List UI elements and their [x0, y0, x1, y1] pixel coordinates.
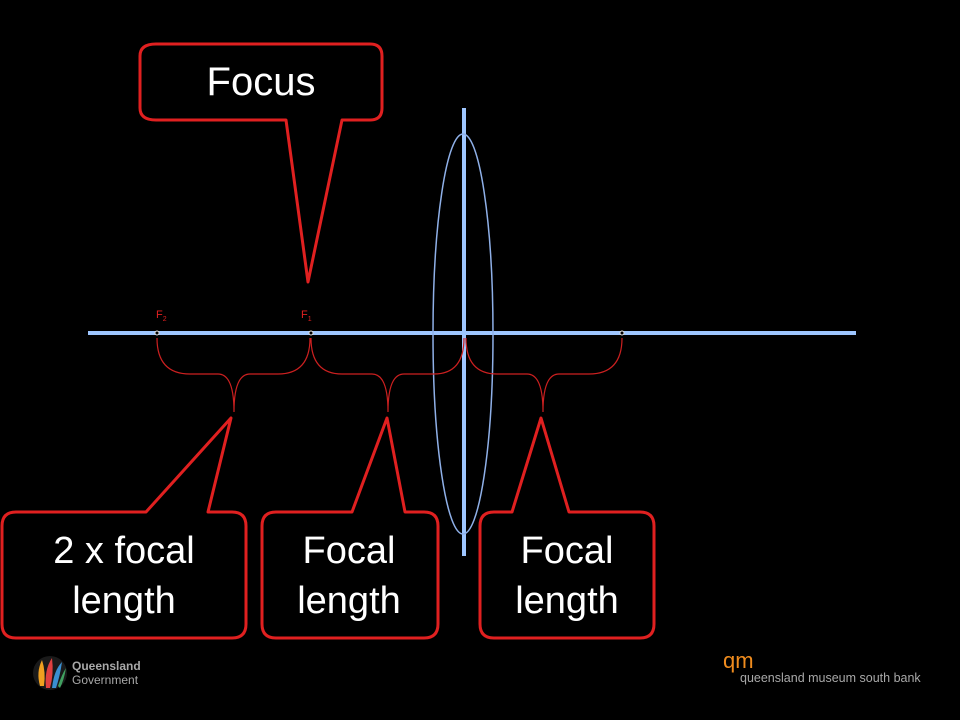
brace-focal-length-right [465, 337, 623, 413]
focal-length-left-callout: Focal length [260, 416, 440, 640]
focal-length-right-callout: Focal length [478, 416, 656, 640]
focus-callout-text: Focus [207, 60, 316, 104]
focal-length-left-text: Focal [303, 530, 396, 572]
focal-length-left-text-line2: length [297, 580, 401, 622]
twice-focal-length-callout: 2 x focal length [0, 416, 248, 640]
focal-point-marker-f2 [154, 330, 160, 336]
qm-name: queensland museum south bank [740, 671, 921, 685]
brace-two-focal-lengths [156, 337, 311, 413]
twice-focal-length-text: 2 x focal [53, 530, 195, 572]
f2-label: F2 [156, 309, 167, 323]
twice-focal-length-text-line2: length [72, 580, 176, 622]
focus-callout: Focus [138, 42, 384, 284]
queensland-government-logo: Queensland Government [33, 656, 141, 690]
convex-lens [432, 133, 494, 535]
focal-point-marker-right [619, 330, 625, 336]
f1-label: F1 [301, 309, 312, 323]
gov-line1: Queensland [72, 659, 141, 673]
queensland-museum-logo: qm queensland museum south bank [723, 648, 921, 685]
qm-mark: qm [723, 648, 754, 673]
focal-length-right-text-line2: length [515, 580, 619, 622]
brace-focal-length-left [310, 337, 465, 413]
gov-line2: Government [72, 673, 139, 687]
queensland-crest-icon [33, 656, 67, 690]
focal-length-right-text: Focal [521, 530, 614, 572]
focal-point-marker-f1 [308, 330, 314, 336]
